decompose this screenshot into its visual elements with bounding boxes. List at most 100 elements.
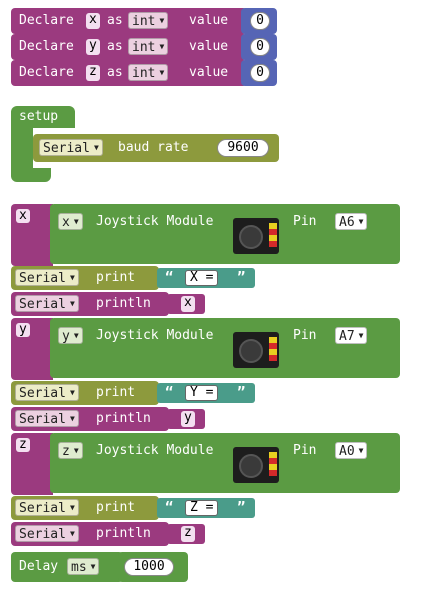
- pin-label: Pin: [293, 443, 317, 458]
- serial-print-block-y[interactable]: Serial▼ print: [11, 381, 159, 405]
- baud-rate-field[interactable]: 9600: [217, 139, 269, 157]
- quote-open-icon: “: [165, 270, 174, 286]
- delay-value-field[interactable]: 1000: [124, 558, 174, 576]
- chevron-down-icon: ▼: [93, 143, 99, 152]
- string-block-x[interactable]: “ X = ”: [157, 268, 255, 288]
- joystick-block-z[interactable]: z▼ Joystick Module Pin A0▼: [50, 433, 400, 493]
- assign-var-field[interactable]: y: [16, 323, 30, 337]
- pin-dropdown[interactable]: A0▼: [335, 442, 368, 459]
- serial-println-block-x[interactable]: Serial▼ println: [11, 292, 169, 316]
- type-dropdown[interactable]: int▼: [128, 12, 169, 29]
- delay-label: Delay: [19, 559, 59, 574]
- chevron-down-icon: ▼: [90, 562, 96, 571]
- declare-label: Declare: [19, 13, 74, 28]
- declare-label: Declare: [19, 39, 74, 54]
- joystick-pins: [269, 223, 277, 247]
- print-label: print: [96, 270, 136, 285]
- declare-as-label: as: [107, 39, 123, 54]
- println-var-block-z[interactable]: z: [167, 524, 205, 544]
- joystick-label: Joystick Module: [96, 328, 214, 343]
- println-var-block-y[interactable]: y: [167, 409, 205, 429]
- chevron-down-icon: ▼: [69, 388, 75, 397]
- joystick-var-dropdown[interactable]: z▼: [58, 442, 83, 459]
- serial-dropdown[interactable]: Serial▼: [15, 384, 79, 401]
- declare-block-x[interactable]: Declare x as int▼ value: [11, 8, 247, 34]
- chevron-down-icon: ▼: [358, 446, 364, 455]
- declare-value-field[interactable]: 0: [250, 12, 270, 30]
- joystick-knob: [239, 225, 263, 249]
- chevron-down-icon: ▼: [159, 42, 165, 51]
- joystick-module-image: [233, 447, 279, 483]
- println-label: println: [96, 526, 151, 541]
- pin-label: Pin: [293, 214, 317, 229]
- serial-dropdown[interactable]: Serial▼: [15, 269, 79, 286]
- assign-block-x[interactable]: x: [11, 204, 53, 266]
- serial-dropdown[interactable]: Serial▼: [15, 525, 79, 542]
- println-var-field[interactable]: x: [181, 296, 195, 312]
- println-label: println: [96, 411, 151, 426]
- chevron-down-icon: ▼: [69, 299, 75, 308]
- string-field[interactable]: Y =: [185, 385, 219, 401]
- chevron-down-icon: ▼: [358, 331, 364, 340]
- string-block-z[interactable]: “ Z = ”: [157, 498, 255, 518]
- serial-print-block-x[interactable]: Serial▼ print: [11, 266, 159, 290]
- print-label: print: [96, 500, 136, 515]
- joystick-var-dropdown[interactable]: x▼: [58, 213, 83, 230]
- declare-var-field[interactable]: y: [86, 39, 100, 55]
- string-field[interactable]: Z =: [185, 500, 219, 516]
- assign-var-field[interactable]: z: [16, 438, 30, 452]
- quote-close-icon: ”: [237, 500, 246, 516]
- serial-print-block-z[interactable]: Serial▼ print: [11, 496, 159, 520]
- print-label: print: [96, 385, 136, 400]
- serial-baud-block[interactable]: Serial▼ baud rate: [33, 134, 219, 162]
- serial-println-block-y[interactable]: Serial▼ println: [11, 407, 169, 431]
- declare-value-block-z[interactable]: 0: [241, 60, 277, 86]
- string-block-y[interactable]: “ Y = ”: [157, 383, 255, 403]
- delay-unit-dropdown[interactable]: ms▼: [67, 558, 100, 575]
- println-var-field[interactable]: y: [181, 411, 195, 427]
- chevron-down-icon: ▼: [358, 217, 364, 226]
- joystick-pins: [269, 337, 277, 361]
- println-var-block-x[interactable]: x: [167, 294, 205, 314]
- assign-block-y[interactable]: y: [11, 318, 53, 380]
- delay-block[interactable]: Delay ms▼: [11, 552, 123, 582]
- declare-value-block-y[interactable]: 0: [241, 34, 277, 60]
- setup-label: setup: [19, 109, 59, 124]
- declare-value-field[interactable]: 0: [250, 64, 270, 82]
- chevron-down-icon: ▼: [69, 529, 75, 538]
- serial-dropdown[interactable]: Serial▼: [15, 295, 79, 312]
- chevron-down-icon: ▼: [73, 217, 79, 226]
- joystick-block-y[interactable]: y▼ Joystick Module Pin A7▼: [50, 318, 400, 378]
- type-dropdown[interactable]: int▼: [128, 38, 169, 55]
- assign-block-z[interactable]: z: [11, 433, 53, 495]
- serial-println-block-z[interactable]: Serial▼ println: [11, 522, 169, 546]
- joystick-label: Joystick Module: [96, 443, 214, 458]
- joystick-module-image: [233, 332, 279, 368]
- serial-dropdown[interactable]: Serial▼: [15, 499, 79, 516]
- declare-value-field[interactable]: 0: [250, 38, 270, 56]
- pin-dropdown[interactable]: A7▼: [335, 327, 368, 344]
- assign-var-field[interactable]: x: [16, 209, 30, 223]
- chevron-down-icon: ▼: [159, 68, 165, 77]
- chevron-down-icon: ▼: [159, 16, 165, 25]
- type-dropdown[interactable]: int▼: [128, 64, 169, 81]
- declare-var-field[interactable]: z: [86, 65, 100, 81]
- declare-block-z[interactable]: Declare z as int▼ value: [11, 60, 247, 86]
- declare-value-block-x[interactable]: 0: [241, 8, 277, 34]
- joystick-var-dropdown[interactable]: y▼: [58, 327, 83, 344]
- declare-var-field[interactable]: x: [86, 13, 100, 29]
- serial-dropdown[interactable]: Serial▼: [39, 139, 103, 156]
- chevron-down-icon: ▼: [73, 446, 79, 455]
- declare-block-y[interactable]: Declare y as int▼ value: [11, 34, 247, 60]
- joystick-knob: [239, 339, 263, 363]
- println-var-field[interactable]: z: [181, 526, 195, 542]
- baud-value-block[interactable]: 9600: [207, 134, 279, 162]
- setup-block[interactable]: setup Serial▼ baud rate 9600: [11, 106, 281, 182]
- declare-as-label: as: [107, 13, 123, 28]
- serial-dropdown[interactable]: Serial▼: [15, 410, 79, 427]
- quote-close-icon: ”: [237, 385, 246, 401]
- delay-value-block[interactable]: 1000: [118, 552, 188, 582]
- pin-dropdown[interactable]: A6▼: [335, 213, 368, 230]
- joystick-block-x[interactable]: x▼ Joystick Module Pin A6▼: [50, 204, 400, 264]
- string-field[interactable]: X =: [185, 270, 219, 286]
